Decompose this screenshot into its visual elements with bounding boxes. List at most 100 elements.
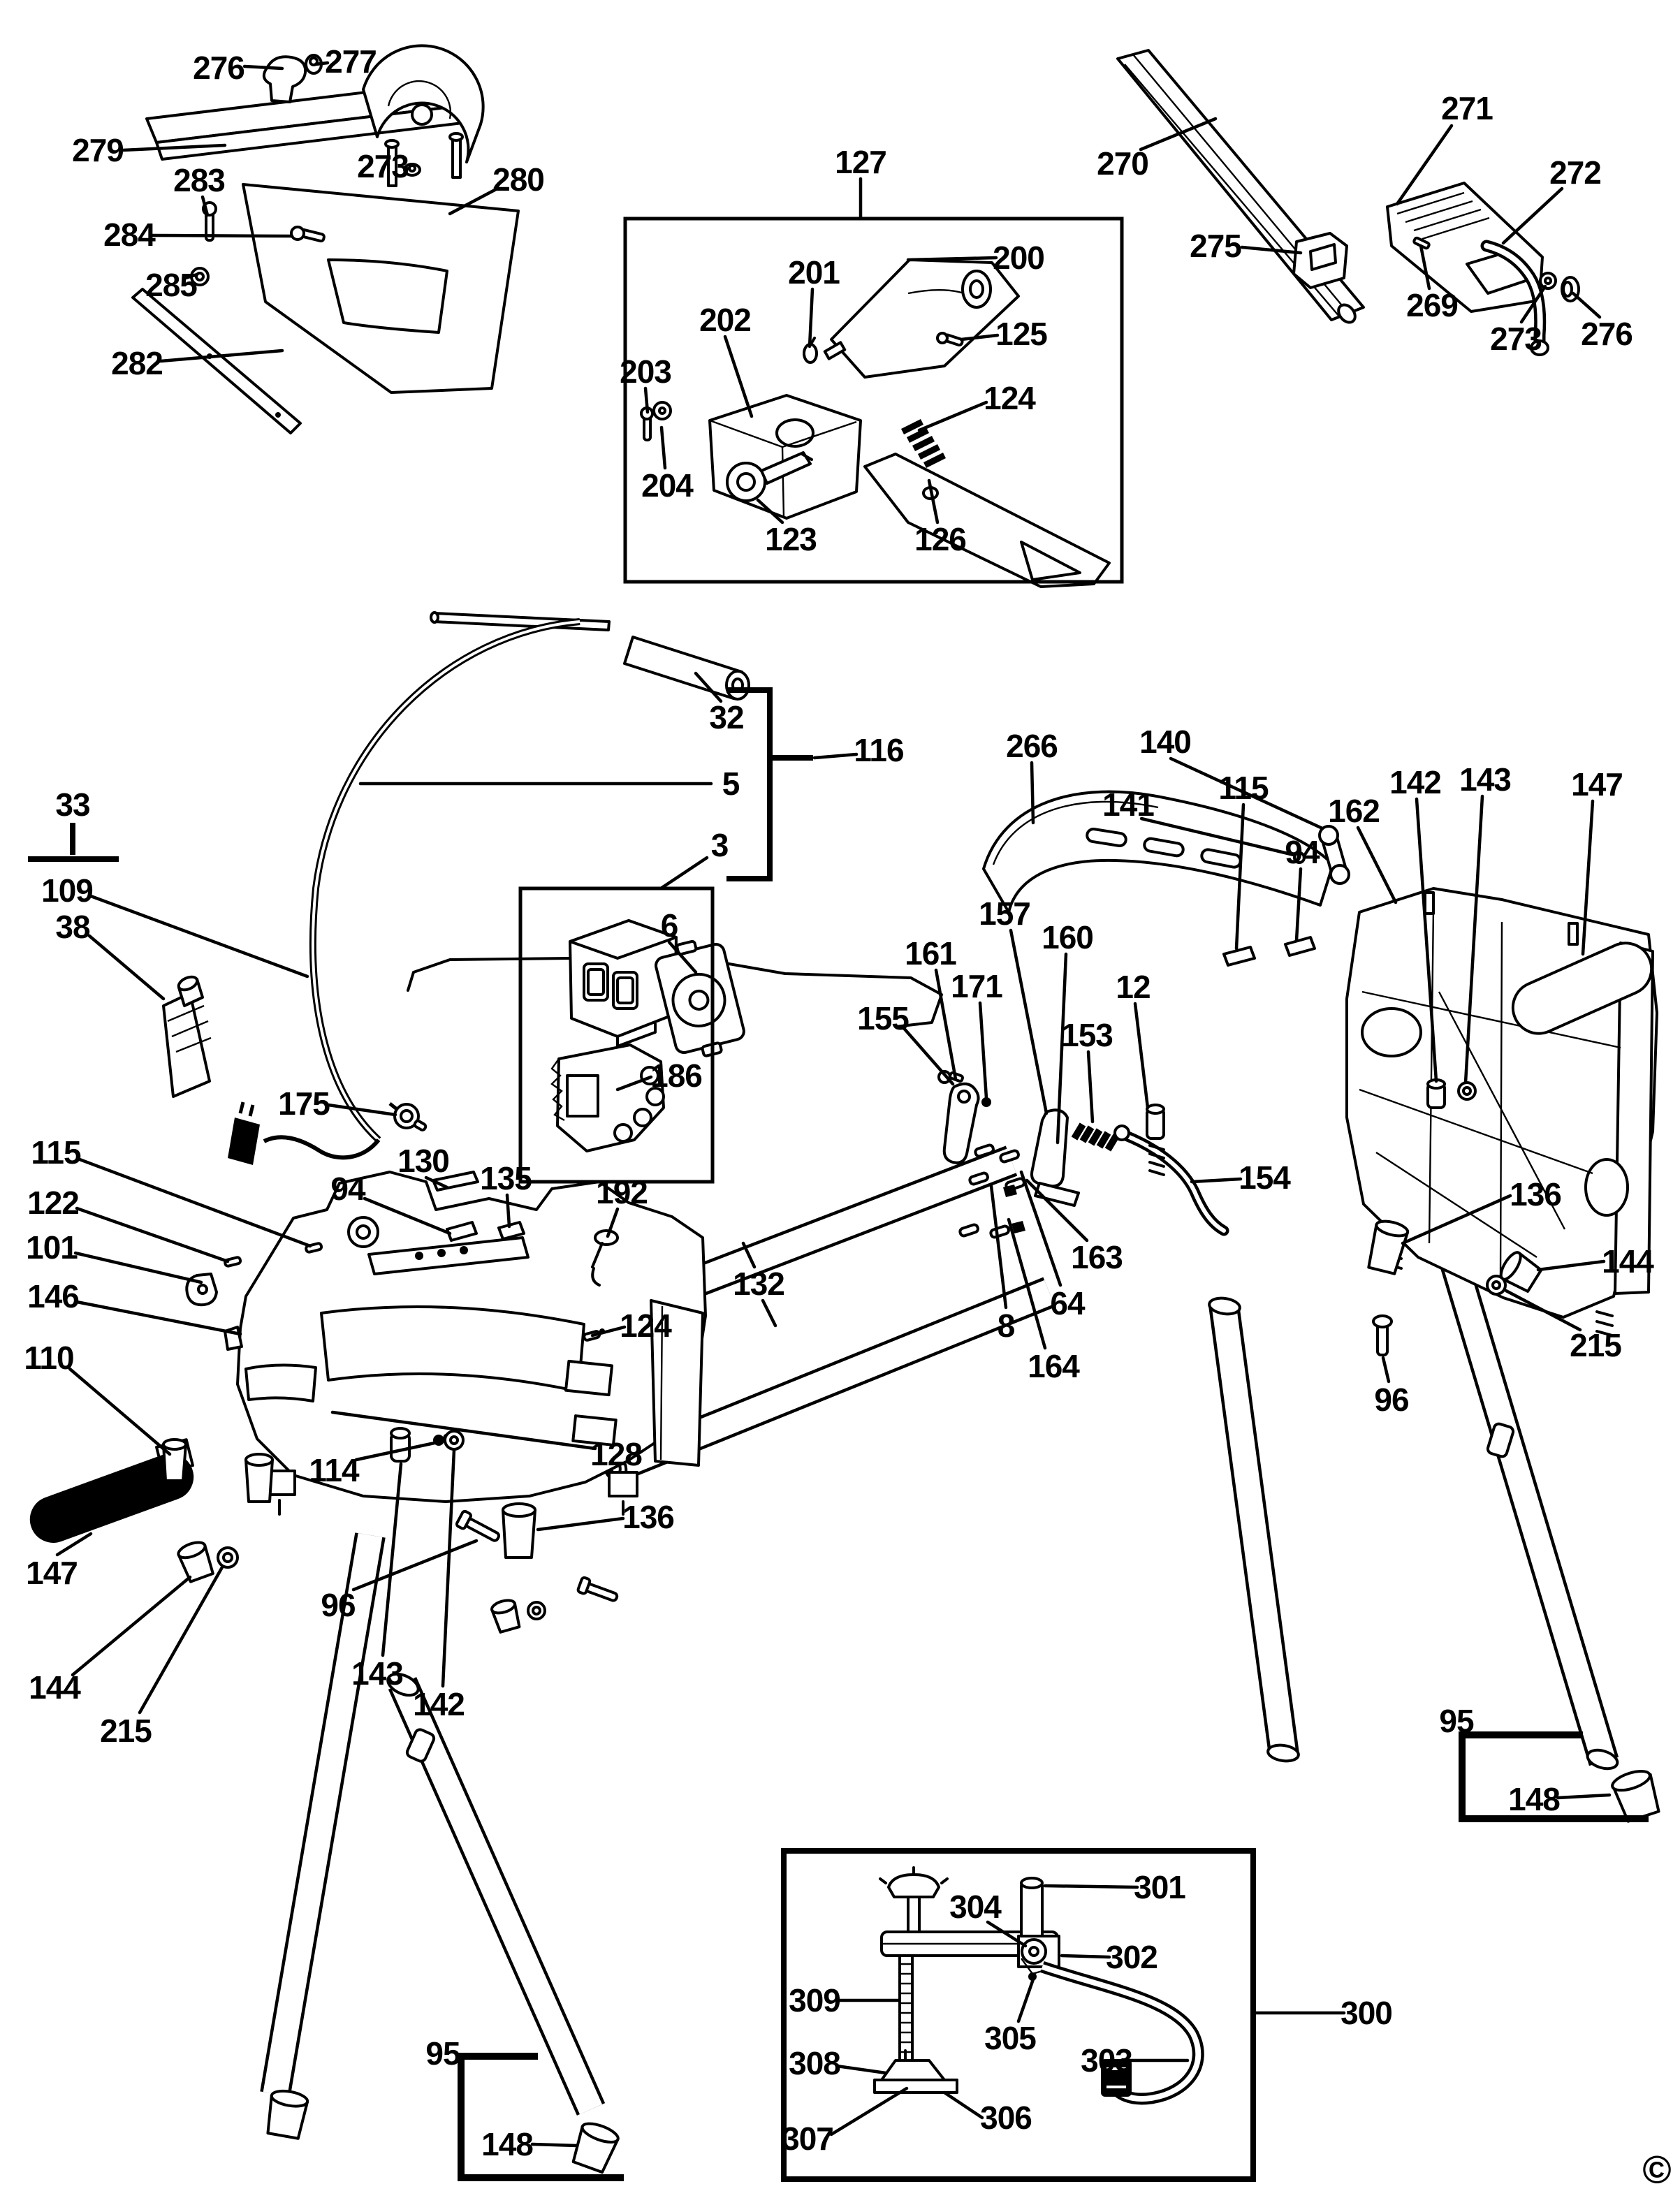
- leader-304: [986, 1920, 1028, 1948]
- part-label-143-2: 143: [351, 1655, 403, 1692]
- leader-162: [1356, 826, 1398, 904]
- leader-38: [87, 934, 166, 1001]
- part-label-130: 130: [397, 1143, 449, 1179]
- leader-116: [812, 752, 859, 760]
- part-label-146: 146: [27, 1278, 79, 1314]
- part-label-125: 125: [995, 316, 1047, 352]
- leader-204: [659, 425, 667, 470]
- leader-136: [1401, 1194, 1512, 1245]
- leader-273: [402, 166, 411, 171]
- part-label-135: 135: [480, 1160, 532, 1196]
- bracket-95-left: [458, 2053, 624, 2181]
- part-label-307: 307: [782, 2120, 833, 2157]
- part-label-271: 271: [1441, 90, 1493, 126]
- part-label-101: 101: [26, 1229, 78, 1266]
- leader-144: [71, 1575, 192, 1677]
- part-label-282: 282: [111, 345, 163, 381]
- leader-276-2: [1571, 291, 1602, 319]
- leader-101: [73, 1251, 203, 1284]
- part-label-110: 110: [24, 1340, 73, 1376]
- leader-171: [978, 1001, 988, 1100]
- part-label-124: 124: [984, 380, 1036, 416]
- part-label-203: 203: [620, 353, 671, 390]
- part-label-163: 163: [1071, 1239, 1123, 1275]
- leader-282: [159, 349, 284, 363]
- part-label-140: 140: [1139, 724, 1191, 760]
- leader-110: [68, 1367, 172, 1456]
- material-clamp-drawing: [873, 1866, 1204, 2105]
- leader-285: [184, 272, 199, 280]
- leader-275: [1240, 245, 1303, 255]
- part-label-161: 161: [905, 935, 956, 972]
- part-label-96-2: 96: [1374, 1382, 1408, 1418]
- leader-153: [1086, 1050, 1095, 1124]
- fence-clamp-kit-drawing: [640, 258, 1111, 588]
- leader-154: [1190, 1177, 1243, 1184]
- leader-203: [643, 386, 650, 414]
- part-label-95-2: 95: [425, 2035, 460, 2072]
- bracket-group-32-5-3: [726, 687, 773, 881]
- part-label-162: 162: [1328, 793, 1380, 829]
- leader-277: [314, 61, 330, 66]
- leader-272: [1501, 186, 1564, 245]
- part-label-202: 202: [699, 302, 751, 338]
- leader-143: [1463, 794, 1484, 1085]
- part-label-147: 147: [1571, 766, 1623, 803]
- leader-12: [1133, 1002, 1150, 1110]
- box-300: [781, 1848, 1256, 2182]
- part-label-148-2: 148: [481, 2126, 533, 2162]
- part-label-142: 142: [1389, 764, 1441, 800]
- part-label-124-2: 124: [620, 1307, 672, 1344]
- part-label-96: 96: [321, 1587, 355, 1623]
- part-label-132: 132: [733, 1266, 784, 1302]
- leader-270: [1139, 117, 1218, 152]
- part-label-116: 116: [854, 732, 903, 768]
- part-label-164: 164: [1028, 1348, 1080, 1384]
- leader-32: [694, 671, 723, 703]
- part-label-38: 38: [55, 909, 90, 945]
- part-label-6: 6: [661, 907, 678, 944]
- part-label-273: 273: [357, 148, 409, 184]
- leader-96-2: [1381, 1356, 1391, 1384]
- leader-157: [1009, 928, 1049, 1115]
- part-label-95: 95: [1439, 1703, 1474, 1739]
- part-label-12: 12: [1116, 969, 1150, 1005]
- part-label-8: 8: [998, 1307, 1015, 1344]
- leader-114: [354, 1441, 437, 1462]
- part-label-301: 301: [1134, 1869, 1185, 1905]
- leader-186: [615, 1075, 653, 1092]
- leader-215: [138, 1565, 224, 1715]
- box-127: [623, 217, 1124, 584]
- part-label-302: 302: [1106, 1939, 1157, 1975]
- leader-273-2: [1519, 284, 1547, 324]
- leader-155: [900, 1025, 955, 1086]
- left-stand-end-drawing: [155, 1171, 707, 1516]
- leader-140: [1169, 756, 1324, 830]
- leader-130: [424, 1175, 449, 1189]
- leader-142: [1415, 797, 1438, 1083]
- part-label-276-2: 276: [1581, 316, 1632, 352]
- part-label-144-2: 144: [1602, 1243, 1654, 1280]
- leader-141: [1139, 816, 1296, 857]
- leader-123: [756, 498, 784, 525]
- leader-283: [200, 195, 210, 217]
- leader-271: [1395, 124, 1454, 206]
- part-label-3: 3: [711, 827, 729, 863]
- part-label-155: 155: [857, 1000, 909, 1036]
- leader-301: [1043, 1884, 1139, 1889]
- leader-3: [659, 856, 709, 891]
- part-label-122: 122: [27, 1185, 79, 1221]
- part-label-305: 305: [984, 2020, 1036, 2056]
- part-label-160: 160: [1042, 919, 1093, 955]
- leader-128: [330, 1410, 597, 1451]
- leader-279: [121, 143, 227, 152]
- leader-146: [75, 1300, 242, 1336]
- leader-160: [1056, 952, 1068, 1145]
- part-label-94-2: 94: [330, 1171, 366, 1207]
- power-cord-drawing: [162, 611, 943, 1165]
- part-label-201: 201: [788, 254, 840, 291]
- part-label-304: 304: [949, 1889, 1002, 1925]
- leader-96: [351, 1539, 479, 1592]
- part-label-186: 186: [650, 1057, 702, 1094]
